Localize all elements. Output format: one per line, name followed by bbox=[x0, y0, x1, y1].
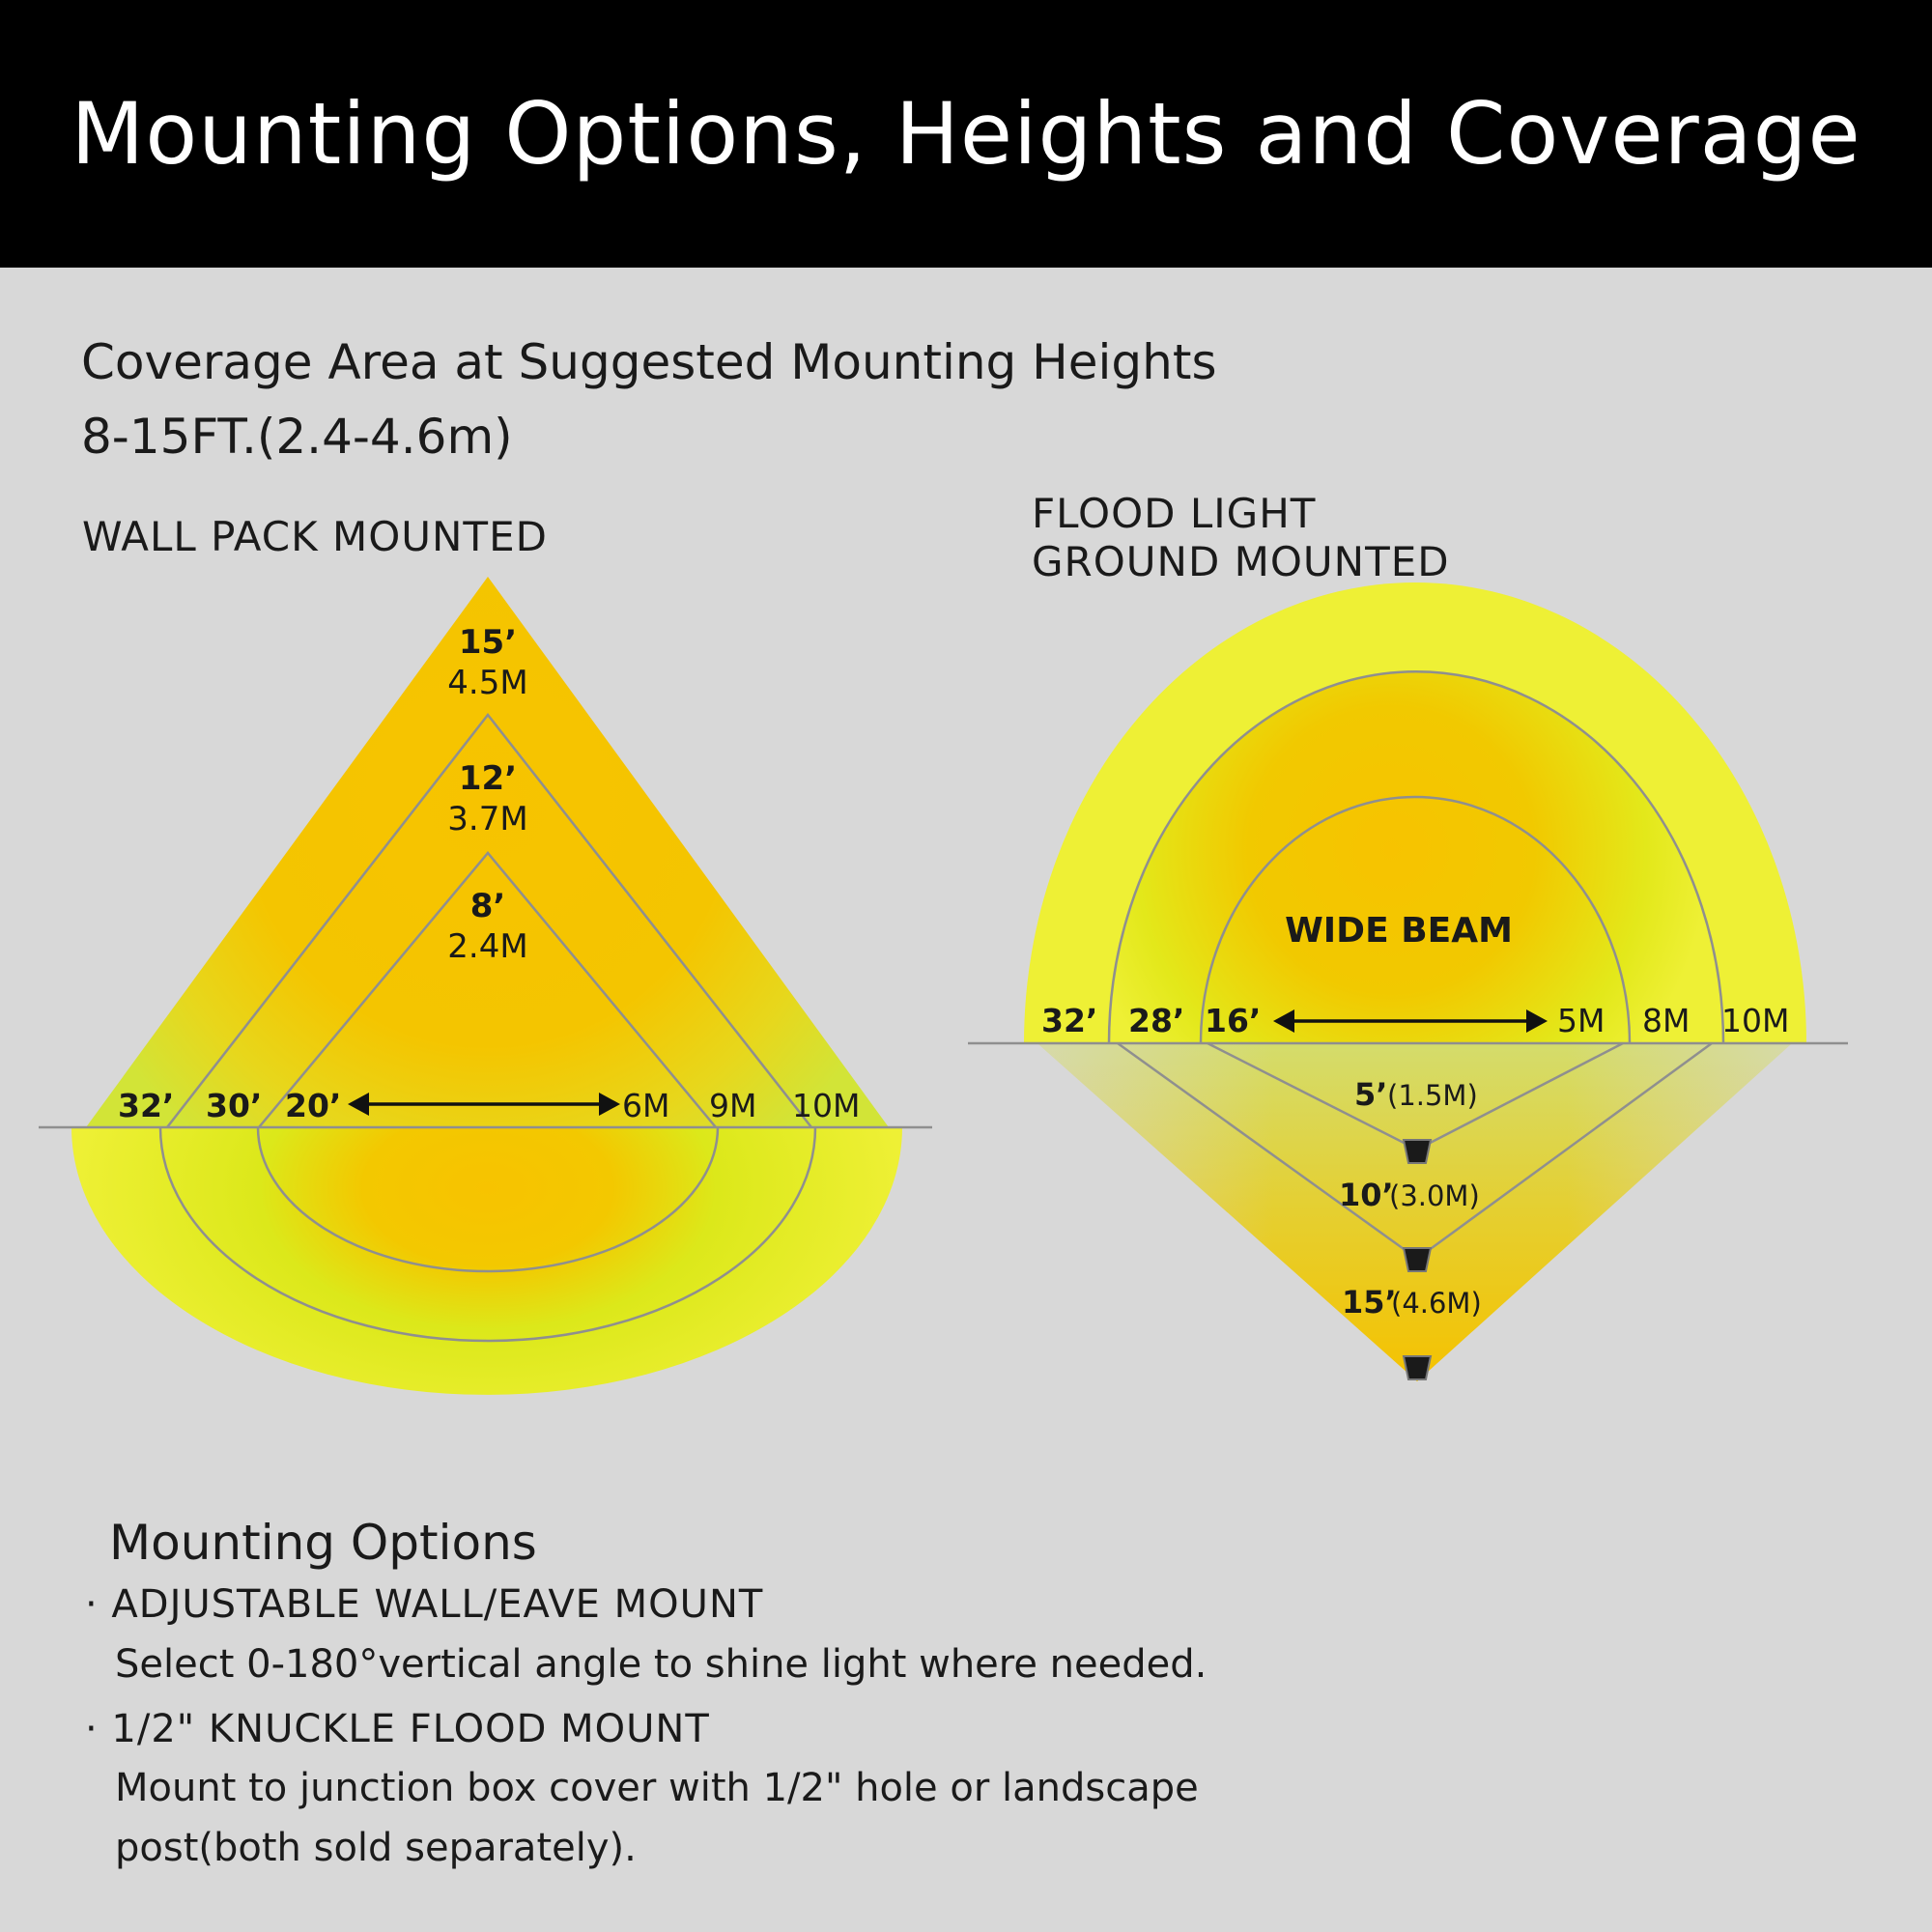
page-title: Mounting Options, Heights and Coverage bbox=[71, 84, 1861, 184]
flood-width-8m: 8M bbox=[1642, 1002, 1690, 1039]
coverage-range: 8-15FT.(2.4-4.6m) bbox=[81, 409, 513, 465]
flood-16ft-arc bbox=[1199, 795, 1632, 1044]
wall-width-10m: 10M bbox=[792, 1087, 860, 1124]
wall-coverage-ellipse bbox=[71, 1127, 902, 1395]
mounting-options-heading: Mounting Options bbox=[109, 1515, 537, 1571]
wall-8ft-ellipse bbox=[256, 1126, 720, 1273]
flood-beam-label: WIDE BEAM bbox=[1285, 911, 1513, 951]
mount-option-wall-title: · ADJUSTABLE WALL/EAVE MOUNT bbox=[85, 1582, 764, 1627]
wall-height-8-ft: 8’ bbox=[470, 887, 506, 925]
wall-height-8-m: 2.4M bbox=[447, 927, 527, 966]
flood-distance-10-m: (3.0M) bbox=[1389, 1179, 1480, 1212]
wall-height-12-ft: 12’ bbox=[459, 759, 517, 798]
mount-option-wall-desc: Select 0-180°vertical angle to shine lig… bbox=[115, 1642, 1208, 1687]
flood-light-label-line2: GROUND MOUNTED bbox=[1032, 538, 1450, 585]
wall-12ft-outline bbox=[166, 712, 812, 1128]
wall-width-9m: 9M bbox=[709, 1087, 756, 1124]
wall-width-30-ft: 30’ bbox=[206, 1087, 262, 1124]
flood-width-5m: 5M bbox=[1557, 1002, 1605, 1039]
mount-option-knuckle-title: · 1/2" KNUCKLE FLOOD MOUNT bbox=[85, 1707, 710, 1751]
wall-height-15-ft: 15’ bbox=[459, 623, 517, 662]
wall-height-15-m: 4.5M bbox=[447, 664, 527, 702]
flood-width-28-ft: 28’ bbox=[1128, 1002, 1184, 1039]
wall-pack-label: WALL PACK MOUNTED bbox=[82, 513, 548, 560]
flood-fixture-icon bbox=[1402, 1139, 1433, 1164]
wall-12ft-ellipse bbox=[158, 1126, 817, 1343]
wall-8ft-outline bbox=[258, 851, 717, 1128]
header-bar bbox=[0, 0, 1932, 268]
flood-arrow-left-head bbox=[1273, 1009, 1294, 1033]
flood-width-16-ft: 16’ bbox=[1205, 1002, 1261, 1039]
flood-distance-10-ft: 10’ bbox=[1339, 1177, 1394, 1213]
mount-option-knuckle-desc-line2: post(both sold separately). bbox=[115, 1826, 637, 1870]
flood-28ft-arc bbox=[1107, 669, 1725, 1044]
wall-width-6m: 6M bbox=[622, 1087, 669, 1124]
flood-cone-fade bbox=[1037, 1043, 1792, 1381]
wall-arrow-left-head bbox=[348, 1093, 369, 1116]
wall-width-20-ft: 20’ bbox=[285, 1087, 341, 1124]
wall-height-12-m: 3.7M bbox=[447, 800, 527, 838]
wall-arrow-right-head bbox=[599, 1093, 620, 1116]
mount-option-knuckle-desc-line1: Mount to junction box cover with 1/2" ho… bbox=[115, 1766, 1199, 1810]
coverage-subtitle: Coverage Area at Suggested Mounting Heig… bbox=[81, 334, 1217, 390]
flood-width-10m: 10M bbox=[1721, 1002, 1789, 1039]
flood-distance-15-m: (4.6M) bbox=[1391, 1287, 1482, 1320]
flood-fixture-icon bbox=[1402, 1355, 1433, 1380]
flood-distance-15-ft: 15’ bbox=[1342, 1284, 1397, 1321]
flood-arrow-right-head bbox=[1526, 1009, 1548, 1033]
flood-distance-5-m: (1.5M) bbox=[1387, 1079, 1478, 1112]
flood-distance-5-ft: 5’ bbox=[1354, 1076, 1387, 1113]
flood-fixture-icon bbox=[1402, 1247, 1433, 1272]
wall-width-32-ft: 32’ bbox=[118, 1087, 174, 1124]
flood-width-32-ft: 32’ bbox=[1041, 1002, 1097, 1039]
flood-light-label-line1: FLOOD LIGHT bbox=[1032, 490, 1317, 537]
flood-inner-glow bbox=[1109, 671, 1723, 1043]
